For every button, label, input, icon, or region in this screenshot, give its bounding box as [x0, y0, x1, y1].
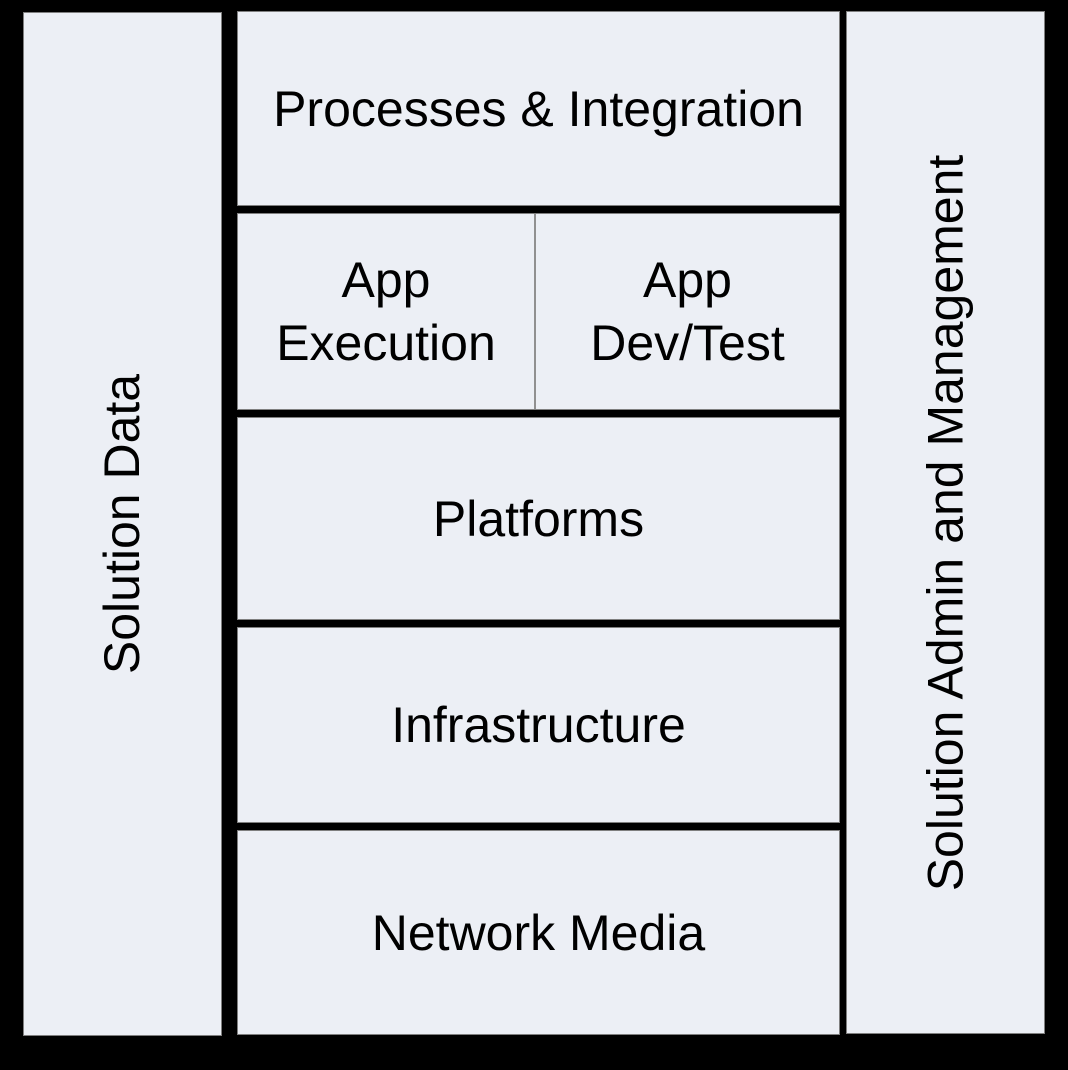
layers-stack: Processes & Integration App Execution Ap…: [237, 11, 840, 1035]
cell-app-devtest: App Dev/Test: [536, 214, 839, 409]
app-devtest-label: App Dev/Test: [590, 249, 785, 374]
row-separator: [237, 206, 840, 213]
row-separator: [237, 410, 840, 417]
app-devtest-line2: Dev/Test: [590, 314, 785, 371]
app-execution-line2: Execution: [276, 314, 496, 371]
layer-infrastructure-label: Infrastructure: [391, 697, 686, 753]
solution-data-column: Solution Data: [23, 12, 222, 1036]
solution-data-label: Solution Data: [94, 373, 151, 675]
layer-infrastructure: Infrastructure: [237, 627, 840, 823]
row-separator: [237, 620, 840, 627]
layer-network-media: Network Media: [237, 830, 840, 1035]
app-cells-divider: [534, 214, 536, 409]
solution-admin-label: Solution Admin and Management: [917, 154, 974, 891]
app-execution-label: App Execution: [276, 249, 496, 374]
layer-processes-integration-label: Processes & Integration: [273, 80, 804, 137]
layer-processes-integration: Processes & Integration: [237, 11, 840, 206]
layer-app: App Execution App Dev/Test: [237, 213, 840, 410]
layer-platforms: Platforms: [237, 417, 840, 620]
solution-admin-column: Solution Admin and Management: [846, 11, 1045, 1034]
app-devtest-line1: App: [643, 252, 732, 308]
layer-network-media-label: Network Media: [371, 904, 706, 961]
row-separator: [237, 823, 840, 830]
layer-platforms-label: Platforms: [432, 490, 645, 547]
app-execution-line1: App: [341, 252, 431, 308]
cell-app-execution: App Execution: [238, 214, 534, 409]
